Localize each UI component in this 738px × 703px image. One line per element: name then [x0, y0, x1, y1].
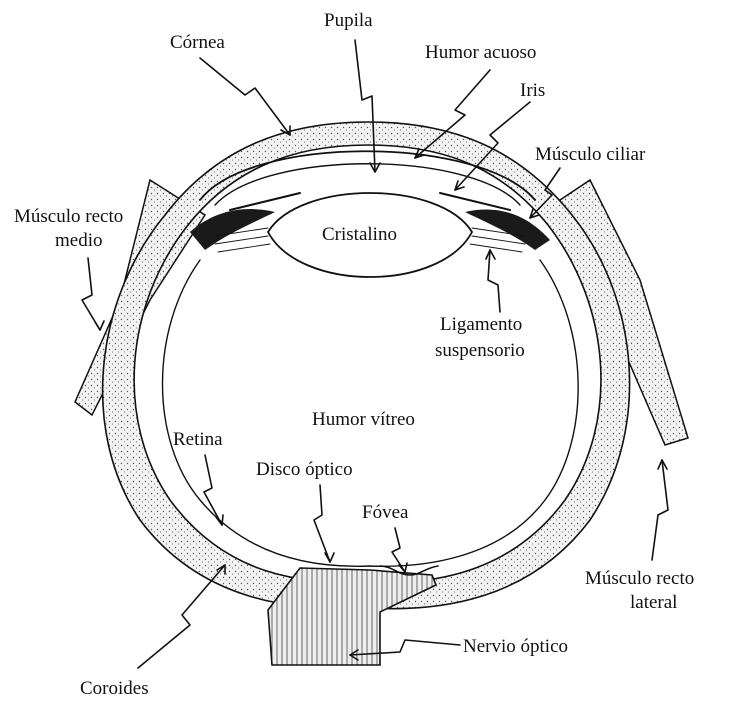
- label-ligamento-1: Ligamento: [440, 314, 522, 335]
- label-iris: Iris: [520, 80, 545, 101]
- optic-nerve: [268, 568, 436, 665]
- iris-right: [440, 193, 510, 210]
- label-coroides: Coroides: [80, 678, 149, 699]
- label-cornea: Córnea: [170, 32, 225, 53]
- label-pupila: Pupila: [324, 10, 373, 31]
- label-musculo-recto-lateral-1: Músculo recto: [585, 568, 694, 589]
- label-musculo-recto-medio-1: Músculo recto: [14, 206, 123, 227]
- label-cristalino: Cristalino: [322, 224, 397, 245]
- label-retina: Retina: [173, 429, 223, 450]
- label-nervio-optico: Nervio óptico: [463, 636, 568, 657]
- label-musculo-ciliar: Músculo ciliar: [535, 144, 646, 165]
- label-ligamento-2: suspensorio: [435, 340, 525, 361]
- label-disco-optico: Disco óptico: [256, 459, 353, 480]
- label-humor-acuoso: Humor acuoso: [425, 42, 536, 63]
- label-musculo-recto-medio-2: medio: [55, 230, 103, 251]
- label-humor-vitreo: Humor vítreo: [312, 409, 415, 430]
- label-musculo-recto-lateral-2: lateral: [630, 592, 677, 613]
- iris-left: [230, 193, 300, 210]
- label-fovea: Fóvea: [362, 502, 409, 523]
